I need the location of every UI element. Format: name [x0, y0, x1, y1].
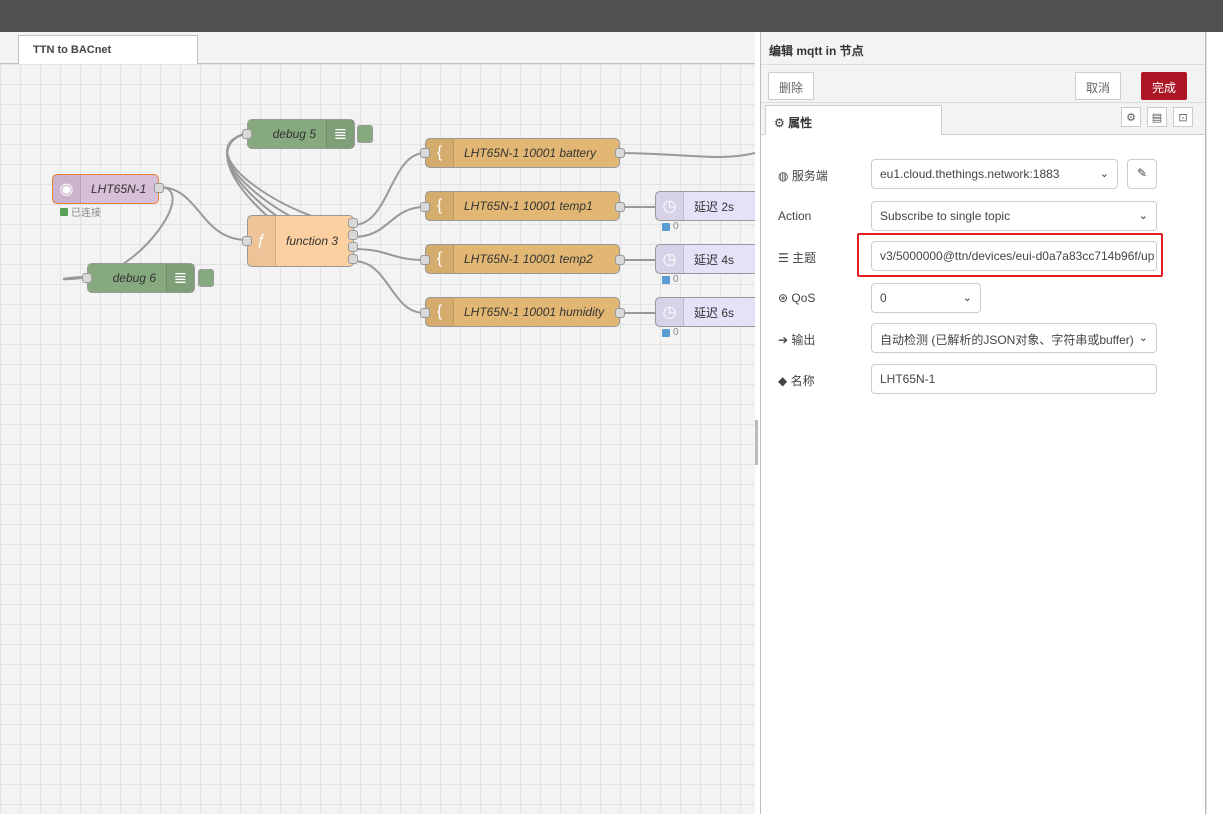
function3-output-port-1[interactable] [348, 218, 358, 228]
debug5-input-port[interactable] [242, 129, 252, 139]
cancel-button[interactable]: 取消 [1075, 72, 1122, 100]
change-icon: { [426, 139, 454, 167]
mqtt-status: 已连接 [60, 204, 101, 219]
topic-highlight-box [857, 233, 1163, 277]
done-button[interactable]: 完成 [1141, 72, 1188, 100]
top-header-bar [0, 0, 1223, 32]
clock-icon: ◷ [656, 298, 684, 326]
qos-icon: ⊛ [778, 291, 792, 305]
settings-tab-icon[interactable]: ⚙ [1121, 107, 1141, 127]
debug6-node[interactable]: debug 6 ≣ [87, 263, 195, 293]
delete-button[interactable]: 删除 [768, 72, 815, 100]
server-row: ◍ 服务端 eu1.cloud.thethings.network:1883⌄ … [778, 159, 1158, 189]
name-input[interactable]: LHT65N-1 [871, 364, 1157, 394]
delay6-node[interactable]: ◷ 延迟 6s [655, 297, 755, 327]
flow-canvas[interactable] [0, 64, 755, 814]
panel-resize-handle[interactable] [755, 420, 758, 465]
tag-icon: ◆ [778, 374, 791, 388]
flow-wires [62, 132, 755, 314]
debug5-node[interactable]: debug 5 ≣ [247, 119, 355, 149]
humidity-input-port[interactable] [420, 308, 430, 318]
clock-icon: ◷ [656, 192, 684, 220]
temp2-output-port[interactable] [615, 255, 625, 265]
humidity-change-node[interactable]: { LHT65N-1 10001 humidity [425, 297, 620, 327]
change-icon: { [426, 298, 454, 326]
chevron-down-icon: ⌄ [962, 292, 972, 304]
temp1-input-port[interactable] [420, 202, 430, 212]
battery-output-port[interactable] [615, 148, 625, 158]
action-row: Action Subscribe to single topic⌄ [778, 201, 1158, 231]
chevron-down-icon: ⌄ [1138, 331, 1148, 344]
delay4-node[interactable]: ◷ 延迟 4s [655, 244, 755, 274]
topic-row: ☰ 主题 v3/5000000@ttn/devices/eui-d0a7a83c… [778, 241, 1158, 271]
gear-icon: ⚙ [774, 116, 789, 130]
mqtt-icon: ◉ [53, 175, 81, 203]
flow-tab-bar: TTN to BACnet [0, 32, 755, 65]
delay2-node[interactable]: ◷ 延迟 2s [655, 191, 755, 221]
chevron-down-icon: ⌄ [1099, 168, 1109, 180]
humidity-output-port[interactable] [615, 308, 625, 318]
mqtt-output-port[interactable] [154, 183, 164, 193]
chevron-down-icon: ⌄ [1138, 210, 1148, 222]
temp2-input-port[interactable] [420, 255, 430, 265]
globe-icon: ◍ [778, 169, 792, 183]
delay4-status: 0 [662, 274, 679, 285]
change-icon: { [426, 192, 454, 220]
mqtt-in-node[interactable]: ◉ LHT65N-1 [52, 174, 159, 204]
tray-toolbar: 删除 取消 完成 [761, 65, 1205, 103]
debug-icon: ≣ [166, 264, 194, 292]
tab-ttn-to-bacnet[interactable]: TTN to BACnet [18, 35, 198, 65]
tray-tabs: ⚙ 属性 ⚙ ▤ ⊡ [761, 103, 1205, 135]
server-select[interactable]: eu1.cloud.thethings.network:1883⌄ [871, 159, 1118, 189]
function3-output-port-2[interactable] [348, 230, 358, 240]
function3-output-port-4[interactable] [348, 254, 358, 264]
flow-workspace: TTN to BACnet ◉ LHT65N-1 [0, 32, 755, 814]
change-icon: { [426, 245, 454, 273]
function3-output-port-3[interactable] [348, 242, 358, 252]
delay2-status: 0 [662, 221, 679, 232]
edit-tray: 编辑 mqtt in 节点 删除 取消 完成 ⚙ 属性 ⚙ ▤ ⊡ ◍ 服务端 … [760, 32, 1206, 814]
qos-row: ⊛ QoS 0⌄ [778, 283, 1158, 313]
output-row: ➔ 输出 自动检测 (已解析的JSON对象、字符串或buffer)⌄ [778, 323, 1158, 353]
action-select[interactable]: Subscribe to single topic⌄ [871, 201, 1157, 231]
topic-input[interactable]: v3/5000000@ttn/devices/eui-d0a7a83cc714b… [871, 241, 1157, 271]
temp2-change-node[interactable]: { LHT65N-1 10001 temp2 [425, 244, 620, 274]
delay6-status: 0 [662, 327, 679, 338]
appearance-tab-icon[interactable]: ⊡ [1173, 107, 1193, 127]
function-icon: ƒ [248, 216, 276, 266]
debug-icon: ≣ [326, 120, 354, 148]
temp1-change-node[interactable]: { LHT65N-1 10001 temp1 [425, 191, 620, 221]
tray-title: 编辑 mqtt in 节点 [761, 32, 1205, 65]
battery-input-port[interactable] [420, 148, 430, 158]
battery-change-node[interactable]: { LHT65N-1 10001 battery [425, 138, 620, 168]
clock-icon: ◷ [656, 245, 684, 273]
topic-icon: ☰ [778, 251, 793, 265]
debug6-toggle-button[interactable] [198, 269, 214, 287]
debug6-input-port[interactable] [82, 273, 92, 283]
function3-input-port[interactable] [242, 236, 252, 246]
name-row: ◆ 名称 LHT65N-1 [778, 364, 1158, 394]
function3-node[interactable]: ƒ function 3 [247, 215, 354, 267]
debug5-toggle-button[interactable] [357, 125, 373, 143]
sidebar-edge [1206, 32, 1223, 814]
connected-status-icon [60, 207, 68, 216]
qos-select[interactable]: 0⌄ [871, 283, 981, 313]
edit-server-button[interactable]: ✎ [1127, 159, 1157, 189]
output-icon: ➔ [778, 333, 792, 347]
tab-properties[interactable]: ⚙ 属性 [765, 105, 942, 135]
temp1-output-port[interactable] [615, 202, 625, 212]
output-select[interactable]: 自动检测 (已解析的JSON对象、字符串或buffer)⌄ [871, 323, 1157, 353]
description-tab-icon[interactable]: ▤ [1147, 107, 1167, 127]
